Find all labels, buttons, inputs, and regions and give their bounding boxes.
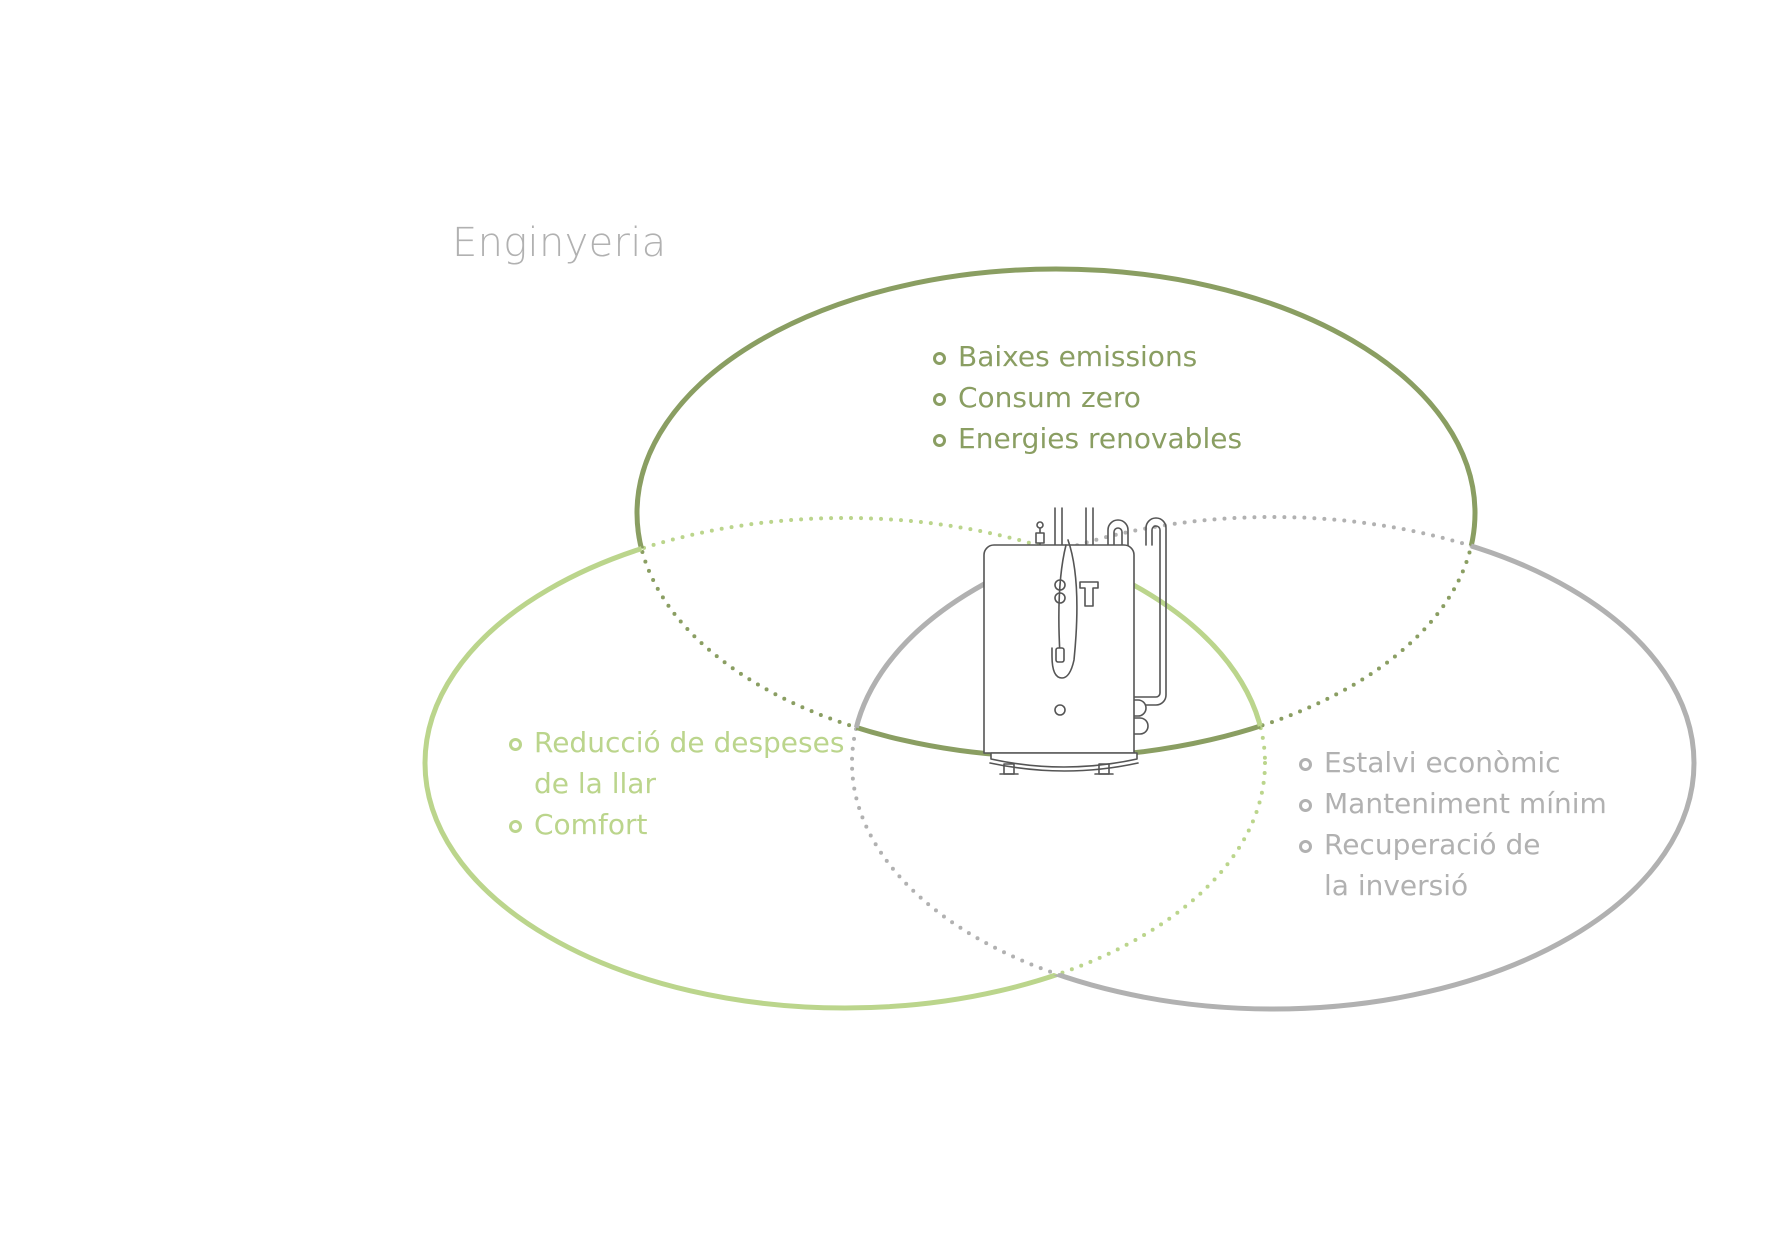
list-item: Comfort xyxy=(508,804,844,845)
ring-bullet-icon xyxy=(1299,758,1312,771)
list-item: Estalvi econòmic xyxy=(1298,742,1607,783)
list-item: Consum zero xyxy=(932,377,1242,418)
water-heater-icon xyxy=(983,507,1167,775)
list-item: Baixes emissions xyxy=(932,336,1242,377)
ring-bullet-icon xyxy=(509,738,522,751)
economy-list: Estalvi econòmic Manteniment mínim Recup… xyxy=(1298,742,1607,906)
ring-bullet-icon xyxy=(933,434,946,447)
diagram-title: Enginyeria xyxy=(452,220,667,266)
list-item: Recuperació de la inversió xyxy=(1298,824,1607,906)
list-item: Manteniment mínim xyxy=(1298,783,1607,824)
environment-list: Baixes emissions Consum zero Energies re… xyxy=(932,336,1242,459)
ring-bullet-icon xyxy=(933,352,946,365)
ring-bullet-icon xyxy=(509,820,522,833)
ring-bullet-icon xyxy=(1299,840,1312,853)
ring-bullet-icon xyxy=(1299,799,1312,812)
household-list: Reducció de despeses de la llar Comfort xyxy=(508,722,844,845)
list-item: Reducció de despeses de la llar xyxy=(508,722,844,804)
list-item: Energies renovables xyxy=(932,418,1242,459)
ring-bullet-icon xyxy=(933,393,946,406)
